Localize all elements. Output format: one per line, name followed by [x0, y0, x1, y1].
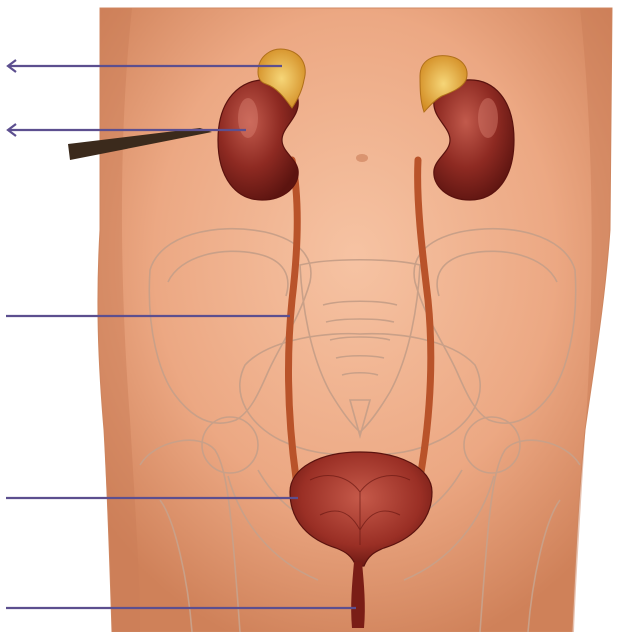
navel [356, 154, 368, 162]
right-kidney-highlight [478, 98, 498, 138]
left-kidney-highlight [238, 98, 258, 138]
urethra [351, 562, 365, 628]
